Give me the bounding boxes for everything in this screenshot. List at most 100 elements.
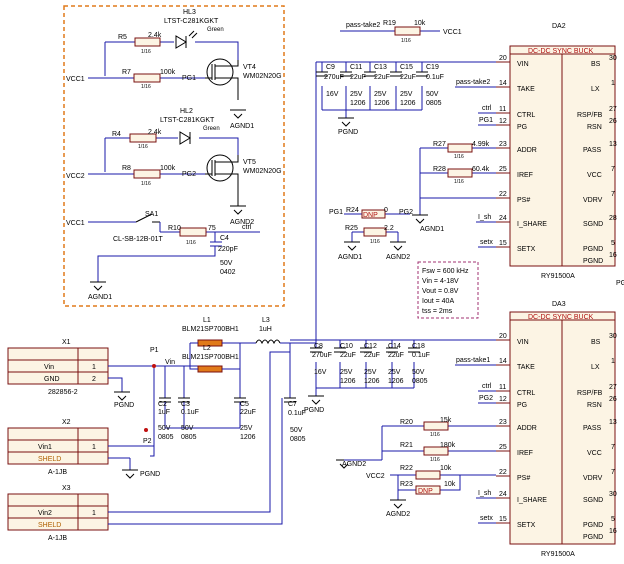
x3-ref: X3 <box>62 485 71 492</box>
da3-pin-sgnd-num: 30 <box>609 491 617 498</box>
r22-body <box>415 470 441 480</box>
r27-ref: R27 <box>433 141 446 148</box>
c19-ref: C19 <box>426 64 439 71</box>
r19-body <box>394 26 421 36</box>
r21-body <box>423 446 449 456</box>
r28-ref: R28 <box>433 166 446 173</box>
c14-ref: C14 <box>388 343 401 350</box>
da2-pin-pass: PASS <box>583 147 601 154</box>
r23-ref: R23 <box>400 481 413 488</box>
da2-pin-pgnd1: PGND <box>583 246 603 253</box>
pgnd-label-x2: PGND <box>140 471 160 478</box>
r19-net: pass-take2 R19 10k 1/16 VCC1 <box>340 20 462 44</box>
r28-body <box>447 168 473 178</box>
da3-pin-pass-num: 13 <box>609 419 617 426</box>
c15-ref: C15 <box>400 64 413 71</box>
r4-size: 1/16 <box>138 144 148 150</box>
c5-volt: 25V <box>240 425 253 432</box>
x3-pin-sheld: SHELD <box>38 522 61 529</box>
pgnd-label-bottom: PGND <box>304 407 324 414</box>
sa1-circuit: VCC1 SA1 CL-SB-12B-01T R10 75 1/16 ctrl … <box>66 211 260 301</box>
c4-size: 0402 <box>220 269 236 276</box>
da3-pin-ishare-num: 24 <box>499 491 507 498</box>
da2-pin-vdrv: VDRV <box>583 197 603 204</box>
c19-value: 0.1uF <box>426 74 444 81</box>
da3-ic: DA3 DC-DC SYNC BUCK RY91500A VIN 20 TAKE… <box>455 301 617 558</box>
r27-body <box>447 143 473 153</box>
da2-pin-vcc-num: 7 <box>611 166 615 173</box>
r25-agnd1-label: AGND1 <box>338 254 362 261</box>
l3-value: 1uH <box>259 326 272 333</box>
c13-ref: C13 <box>374 64 387 71</box>
c11-value: 22uF <box>350 74 366 81</box>
da2-pin-vdrv-num: 7 <box>611 191 615 198</box>
r5-value: 2.4k <box>148 32 162 39</box>
pass-take2-label: pass-take2 <box>346 22 380 29</box>
da3-agnd2-label-2: AGND2 <box>386 511 410 518</box>
c9-ref: C9 <box>326 64 335 71</box>
r10-ref: R10 <box>168 225 181 232</box>
c11-size: 1206 <box>350 100 366 107</box>
c12-size: 1206 <box>364 378 380 385</box>
c5-ref: C5 <box>240 401 249 408</box>
da3-pin-pass: PASS <box>583 425 601 432</box>
c10-volt: 25V <box>340 369 353 376</box>
da3-pin-take: TAKE <box>517 364 535 371</box>
da2-pin-lx-num: 1 <box>611 80 615 87</box>
hl3-circuit: HL3 LTST-C281KGKT Green R5 2.4k 1/16 VCC… <box>66 9 282 130</box>
x3-part: A-1JB <box>48 535 67 542</box>
x1-body <box>7 347 109 385</box>
vt5-ref: VT5 <box>243 159 256 166</box>
c2-volt: 50V <box>158 425 171 432</box>
c4-ref: C4 <box>220 235 229 242</box>
c18-volt: 50V <box>412 369 425 376</box>
agnd1-symbol-2 <box>90 281 106 291</box>
r7-size: 1/16 <box>141 84 151 90</box>
da3-pin-addr: ADDR <box>517 425 537 432</box>
l3-inductor-icon <box>255 339 281 345</box>
c4-value: 220pF <box>218 246 238 253</box>
r25-body <box>363 227 387 237</box>
pgnd-label-top: PGND <box>338 129 358 136</box>
sa1-switch-icon <box>135 213 160 223</box>
c10-ref: C10 <box>340 343 353 350</box>
da3-net-setx: setx <box>480 515 493 522</box>
da2-pin-addr: ADDR <box>517 147 537 154</box>
da3-pin-pgnd2: PGND <box>583 534 603 541</box>
da2-pin-ctrl-num: 11 <box>499 106 506 113</box>
x1-ref: X1 <box>62 339 71 346</box>
spec-vin: Vin = 4-18V <box>422 278 459 285</box>
da2-pin-ishare: I_SHARE <box>517 221 547 228</box>
p2-marker <box>144 428 148 432</box>
r10-value: 75 <box>208 225 216 232</box>
da2-net-ishare: I_sh <box>478 214 491 221</box>
r23-body <box>415 485 441 495</box>
r20-ref: R20 <box>400 419 413 426</box>
c14-volt: 25V <box>388 369 401 376</box>
r7-value: 100k <box>160 69 176 76</box>
da3-addr-resistors: R20 15k 1/16 R21 180k 1/16 AGND2 VCC2 R2… <box>336 417 496 518</box>
da2-pin-sgnd: SGND <box>583 221 603 228</box>
da3-pin-rspfb: RSP/FB <box>577 390 603 397</box>
da3-pin-ctrl-num: 11 <box>499 384 506 391</box>
da3-pin-ps-num: 22 <box>499 469 507 476</box>
c11-volt: 25V <box>350 91 363 98</box>
c2-ref: C2 <box>158 401 167 408</box>
da2-net-ctrl: ctrl <box>482 105 492 112</box>
da2-pin-rspfb-num: 27 <box>609 106 617 113</box>
da3-pin-lx: LX <box>591 364 600 371</box>
r21-size: 1/16 <box>430 457 440 463</box>
da2-pin-sgnd-num: 28 <box>609 215 617 222</box>
da2-pin-bs: BS <box>591 61 601 68</box>
hl2-ref: HL2 <box>180 108 193 115</box>
da3-pin-take-num: 14 <box>499 358 507 365</box>
r24-block: PG1 R24 0 DNP PG2 R25 2.2 1/16 AGND1 AGN… <box>329 207 413 261</box>
c15-value: 22uF <box>400 74 416 81</box>
c4-volt: 50V <box>220 260 233 267</box>
da2-pin-setx: SETX <box>517 246 536 253</box>
c13-size: 1206 <box>374 100 390 107</box>
da3-pin-vcc-num: 7 <box>611 444 615 451</box>
da3-pin-pg: PG <box>517 402 527 409</box>
l2-ferrite-icon <box>197 365 223 373</box>
r4-body <box>129 133 157 143</box>
